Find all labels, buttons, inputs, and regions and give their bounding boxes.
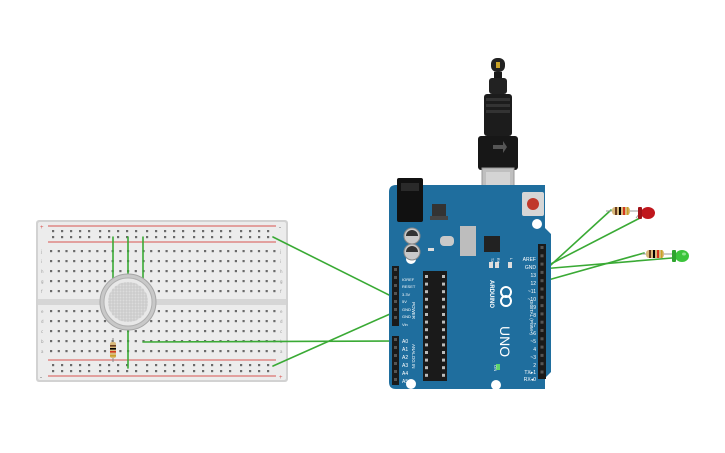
- svg-text:GND: GND: [402, 314, 411, 319]
- svg-text:~5: ~5: [530, 339, 536, 345]
- svg-text:8: 8: [533, 313, 536, 319]
- wire-a0: [142, 340, 400, 343]
- svg-text:g: g: [41, 279, 44, 284]
- atmega-pins: [425, 275, 445, 377]
- green-led[interactable]: [672, 250, 689, 262]
- power-pin-labels: IOREF RESET 3.3V 5V GND GND Vin: [402, 277, 416, 327]
- analog-header-label: ANALOG IN: [411, 344, 416, 369]
- svg-text:i: i: [280, 259, 281, 264]
- svg-text:4: 4: [533, 347, 536, 353]
- svg-text:3.3V: 3.3V: [402, 292, 411, 297]
- svg-text:~3: ~3: [530, 355, 536, 361]
- svg-text:c: c: [41, 329, 43, 334]
- svg-text:Vin: Vin: [402, 322, 408, 327]
- svg-text:d: d: [41, 319, 44, 324]
- wire-rail-to-5v: [272, 236, 400, 301]
- svg-text:d: d: [280, 319, 283, 324]
- resistor-green-led[interactable]: [642, 250, 674, 258]
- svg-text:-: -: [279, 225, 281, 231]
- svg-text:e: e: [280, 309, 283, 314]
- arduino-logo: [500, 286, 512, 307]
- wires: [112, 209, 673, 369]
- svg-text:h: h: [280, 269, 283, 274]
- svg-text:f: f: [280, 289, 282, 294]
- row-letters-left: j i h g f e d c b a: [40, 249, 44, 354]
- svg-text:GND: GND: [402, 307, 411, 312]
- svg-text:RESET: RESET: [402, 284, 416, 289]
- svg-text:13: 13: [530, 273, 536, 279]
- svg-text:~9: ~9: [530, 305, 536, 311]
- svg-text:A0: A0: [402, 339, 408, 345]
- rail-signs: + - - +: [40, 225, 283, 381]
- svg-text:+: +: [40, 225, 44, 231]
- sensor-mesh: [108, 282, 148, 322]
- svg-text:IOREF: IOREF: [402, 277, 415, 282]
- header-pins: [394, 246, 544, 381]
- l-label: L: [509, 258, 513, 260]
- wire-gnd-red: [540, 217, 641, 270]
- svg-text:A1: A1: [402, 347, 408, 353]
- svg-text:i: i: [41, 259, 42, 264]
- breadboard[interactable]: j i h g f e d c b a j i h g f e d c b a …: [36, 220, 288, 382]
- svg-text:7: 7: [533, 323, 536, 329]
- svg-text:f: f: [41, 289, 43, 294]
- rx-label: RX: [496, 258, 500, 264]
- svg-text:+: +: [279, 375, 283, 381]
- arduino-model: UNO: [497, 326, 513, 357]
- resistor-breadboard[interactable]: [110, 338, 116, 362]
- svg-text:2: 2: [533, 363, 536, 369]
- svg-text:A4: A4: [402, 371, 408, 377]
- arduino-brand: ARDUINO: [488, 280, 494, 308]
- svg-text:j: j: [40, 249, 42, 254]
- svg-text:A5: A5: [402, 379, 408, 385]
- tx-label: TX: [490, 258, 494, 263]
- svg-text:RX◂0: RX◂0: [524, 377, 536, 383]
- digital-pin-labels: AREF GND 13 12 ~11 ~10 ~9 8 7 ~6 ~5 4 ~3…: [523, 257, 537, 383]
- wire-rail-to-gnd: [272, 309, 400, 367]
- red-led[interactable]: [635, 207, 655, 219]
- svg-text:~11: ~11: [528, 289, 536, 295]
- arduino-uno[interactable]: ARDUINO UNO ON TX RX L POWER ANALOG IN D…: [389, 178, 551, 390]
- svg-text:A2: A2: [402, 355, 408, 361]
- analog-header[interactable]: [392, 336, 399, 385]
- svg-text:TX▸1: TX▸1: [524, 370, 536, 376]
- power-header[interactable]: [392, 266, 399, 326]
- svg-text:GND: GND: [525, 265, 537, 271]
- svg-text:c: c: [280, 329, 282, 334]
- svg-text:g: g: [280, 279, 283, 284]
- svg-text:a: a: [280, 349, 283, 354]
- svg-text:-: -: [40, 375, 42, 381]
- svg-text:b: b: [41, 339, 44, 344]
- svg-text:a: a: [41, 349, 44, 354]
- digital-header-label: DIGITAL (PWM~): [529, 300, 534, 335]
- svg-text:e: e: [41, 309, 44, 314]
- svg-text:5V: 5V: [402, 299, 407, 304]
- svg-text:j: j: [279, 249, 281, 254]
- power-header-label: POWER: [411, 302, 416, 320]
- svg-text:h: h: [41, 269, 44, 274]
- analog-pin-labels: A0 A1 A2 A3 A4 A5: [402, 339, 408, 385]
- digital-header[interactable]: [538, 244, 546, 379]
- svg-text:AREF: AREF: [523, 257, 536, 263]
- svg-text:~10: ~10: [528, 297, 537, 303]
- svg-text:12: 12: [530, 281, 536, 287]
- resistor-red-led[interactable]: [606, 207, 640, 215]
- svg-text:~6: ~6: [530, 331, 536, 337]
- on-label: ON: [493, 365, 498, 371]
- wire-pin12-green: [540, 252, 645, 283]
- svg-text:A3: A3: [402, 363, 408, 369]
- gas-sensor[interactable]: [99, 273, 157, 331]
